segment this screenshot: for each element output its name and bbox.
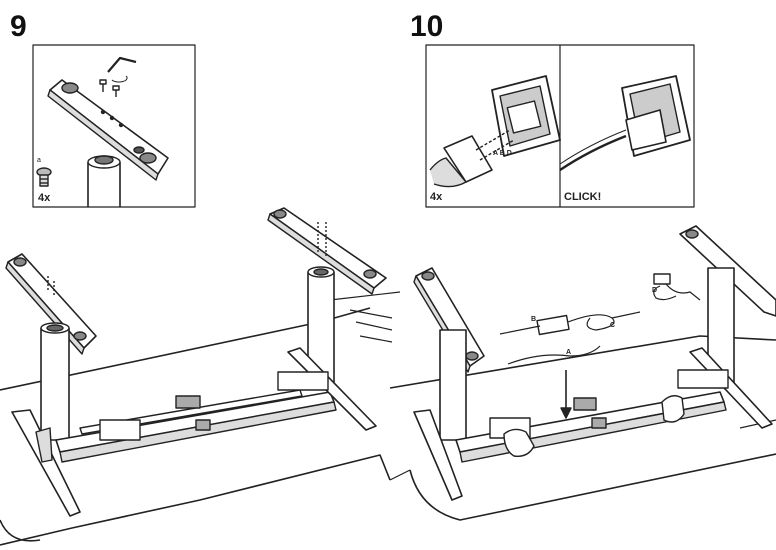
screw-icon	[99, 79, 120, 97]
step-10-number: 10	[410, 10, 444, 43]
connector-letters: A B D	[493, 150, 512, 157]
power-plug	[443, 135, 493, 183]
label-b: B	[531, 316, 536, 323]
power-adapter	[536, 314, 570, 336]
hand-icon	[503, 428, 535, 457]
quantity-label: 4x	[430, 191, 443, 203]
click-label: CLICK!	[564, 191, 601, 203]
bolt-icon	[36, 167, 52, 187]
label-d: D	[652, 287, 657, 294]
label-a: A	[566, 349, 571, 356]
step-9-frame	[0, 207, 401, 546]
step-10-inset: A B D 4x CLICK!	[425, 44, 695, 208]
part-letter: a	[37, 157, 41, 164]
quantity-label: 4x	[38, 192, 51, 204]
step-9-number: 9	[10, 10, 27, 43]
label-c: C	[610, 322, 615, 329]
hand-icon	[661, 395, 685, 423]
step-10-frame: B C A D	[389, 225, 776, 521]
step-9-inset: a 4x	[32, 44, 196, 208]
hex-key-icon	[107, 56, 137, 73]
